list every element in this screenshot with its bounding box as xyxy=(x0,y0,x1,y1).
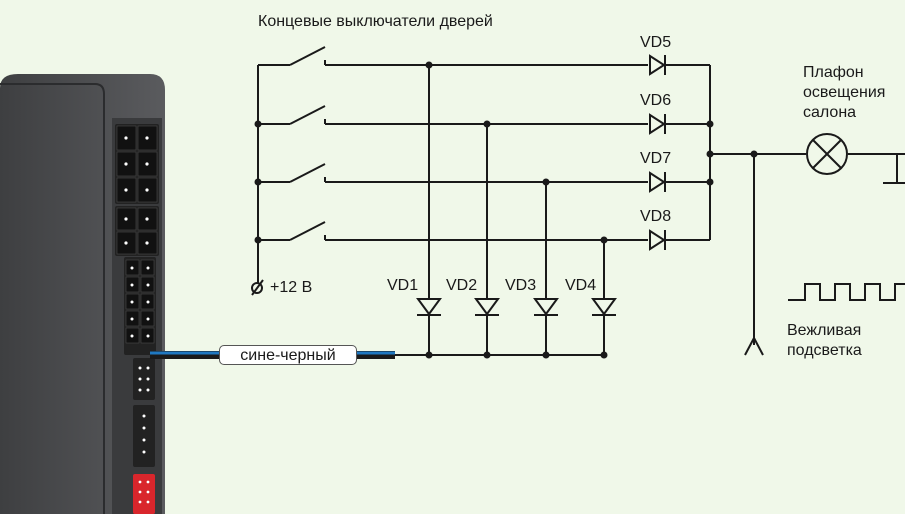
connector-third xyxy=(124,257,156,355)
connector-red xyxy=(133,474,155,514)
diode-vd7-icon xyxy=(649,171,666,193)
wire-color-label: сине-черный xyxy=(219,345,357,365)
diode-vd4-icon xyxy=(591,298,617,316)
diode-vd6-icon xyxy=(649,113,666,135)
junction-dots xyxy=(254,61,758,359)
diode-vd8-icon xyxy=(649,229,666,251)
courtesy-label-line1: Вежливая xyxy=(787,322,862,339)
label-vd8: VD8 xyxy=(640,208,672,225)
label-vd4: VD4 xyxy=(565,277,597,294)
lamp-label-line2: освещения xyxy=(803,84,886,101)
lamp-label-line3: салона xyxy=(803,104,857,121)
label-vd3: VD3 xyxy=(505,277,537,294)
diode-vd1-icon xyxy=(416,298,442,316)
lamp-label-line1: Плафон xyxy=(803,64,864,81)
diode-vd5-icon xyxy=(649,54,666,76)
connector-top xyxy=(115,124,159,204)
diode-vd3-icon xyxy=(533,298,559,316)
power-terminal-icon xyxy=(251,279,264,296)
switches-title: Концевые выключатели дверей xyxy=(258,13,493,30)
diode-vd2-icon xyxy=(474,298,500,316)
power-label: +12 В xyxy=(270,279,313,296)
label-vd7: VD7 xyxy=(640,150,672,167)
label-vd2: VD2 xyxy=(446,277,478,294)
label-vd5: VD5 xyxy=(640,34,672,51)
label-vd6: VD6 xyxy=(640,92,672,109)
label-vd1: VD1 xyxy=(387,277,419,294)
courtesy-label-line2: подсветка xyxy=(787,342,862,359)
connector-second xyxy=(115,206,159,256)
lamp-icon xyxy=(806,133,848,175)
connector-fifth xyxy=(133,405,155,467)
circuit-wires xyxy=(257,46,905,356)
diodes-horizontal xyxy=(649,54,666,251)
diodes-vertical xyxy=(416,298,617,316)
connector-fourth xyxy=(133,358,155,400)
